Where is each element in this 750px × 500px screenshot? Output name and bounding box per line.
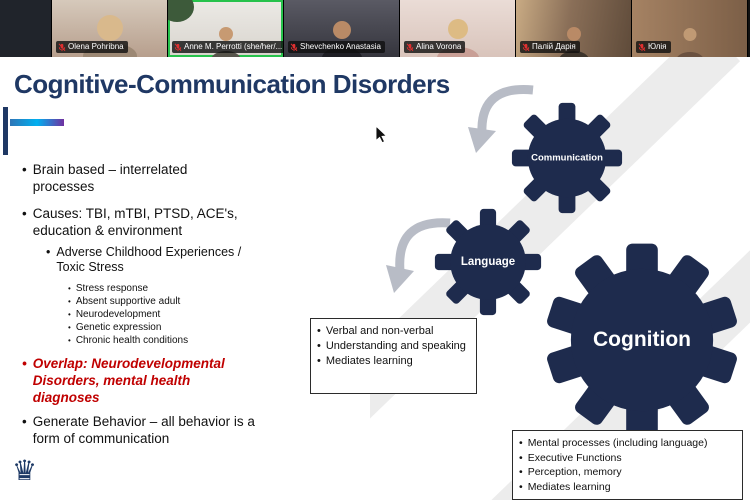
bullet-item: •Genetic expression bbox=[68, 322, 162, 333]
slide-edge-accent bbox=[3, 107, 8, 155]
rotation-arrows bbox=[386, 85, 534, 293]
bullet-item: •Stress response bbox=[68, 283, 149, 294]
language-functions-box: Verbal and non-verbal Understanding and … bbox=[310, 318, 477, 394]
bullet-item: •Adverse Childhood Experiences / Toxic S… bbox=[46, 245, 242, 274]
box-item: Mediates learning bbox=[519, 480, 736, 495]
communication-gear: Communication bbox=[511, 102, 623, 214]
participant-video bbox=[196, 15, 256, 57]
muted-mic-icon bbox=[290, 43, 298, 52]
participant-tile[interactable]: Палій Дарія bbox=[516, 0, 632, 57]
crown-logo-icon: ♛ bbox=[12, 455, 38, 486]
participant-tile[interactable]: Olena Pohribna bbox=[52, 0, 168, 57]
participant-name-tag: Olena Pohribna bbox=[56, 41, 128, 53]
participant-name-tag: Shevchenko Anastasia bbox=[288, 41, 385, 53]
cognition-gear: Cognition bbox=[544, 242, 740, 438]
participant-name: Anne M. Perrotti (she/her/... bbox=[184, 42, 283, 51]
participant-tile-partial[interactable] bbox=[0, 0, 52, 57]
participant-video bbox=[660, 15, 720, 57]
participant-name: Alina Vorona bbox=[416, 42, 462, 51]
muted-mic-icon bbox=[58, 43, 66, 52]
gears-diagram: Communication Language bbox=[370, 57, 750, 500]
participant-tile[interactable]: Anne M. Perrotti (she/her/... bbox=[168, 0, 284, 57]
participant-tile[interactable]: Alina Vorona bbox=[400, 0, 516, 57]
participant-name: Shevchenko Anastasia bbox=[300, 42, 381, 51]
participant-name-tag: Alina Vorona bbox=[404, 41, 466, 53]
language-gear: Language bbox=[434, 208, 542, 316]
title-underline bbox=[10, 119, 64, 126]
bullet-item: •Causes: TBI, mTBI, PTSD, ACE's, educati… bbox=[22, 206, 238, 238]
mouse-cursor bbox=[375, 125, 388, 144]
box-item: Understanding and speaking bbox=[317, 339, 470, 354]
language-gear-label: Language bbox=[460, 256, 516, 268]
shared-slide: Cognitive-Communication Disorders bbox=[0, 57, 750, 500]
participant-name: Юлія bbox=[648, 42, 667, 51]
muted-mic-icon bbox=[406, 43, 414, 52]
box-item: Verbal and non-verbal bbox=[317, 324, 470, 339]
bullet-item: •Brain based – interrelated processes bbox=[22, 162, 188, 194]
bullet-item-overlap: •Overlap: Neurodevelopmental Disorders, … bbox=[22, 356, 225, 405]
muted-mic-icon bbox=[638, 43, 646, 52]
box-item: Mediates learning bbox=[317, 354, 470, 369]
muted-mic-icon bbox=[522, 43, 530, 52]
participant-name: Olena Pohribna bbox=[68, 42, 124, 51]
muted-mic-icon bbox=[174, 43, 182, 52]
cognition-gear-label: Cognition bbox=[593, 328, 691, 351]
bullet-item: •Generate Behavior – all behavior is a f… bbox=[22, 414, 255, 446]
slide-title: Cognitive-Communication Disorders bbox=[14, 69, 450, 99]
cognition-functions-box: Mental processes (including language) Ex… bbox=[512, 430, 743, 500]
communication-gear-label: Communication bbox=[531, 152, 603, 164]
bullet-item: •Neurodevelopment bbox=[68, 309, 161, 320]
bullet-item: •Chronic health conditions bbox=[68, 335, 189, 346]
bullet-list: •Brain based – interrelated processes •C… bbox=[22, 161, 322, 447]
participant-video bbox=[544, 15, 604, 57]
participant-name: Палій Дарія bbox=[532, 42, 576, 51]
participant-name-tag: Anne M. Perrotti (she/her/... bbox=[172, 41, 283, 53]
box-item: Mental processes (including language) bbox=[519, 436, 736, 451]
video-gallery: Olena Pohribna Anne M. Perrotti (she/her… bbox=[0, 0, 750, 57]
participant-name-tag: Палій Дарія bbox=[520, 41, 580, 53]
participant-name-tag: Юлія bbox=[636, 41, 671, 53]
participant-tile[interactable]: Shevchenko Anastasia bbox=[284, 0, 400, 57]
participant-tile[interactable]: Юлія bbox=[632, 0, 748, 57]
bullet-item: •Absent supportive adult bbox=[68, 296, 181, 307]
box-item: Perception, memory bbox=[519, 465, 736, 480]
box-item: Executive Functions bbox=[519, 451, 736, 466]
